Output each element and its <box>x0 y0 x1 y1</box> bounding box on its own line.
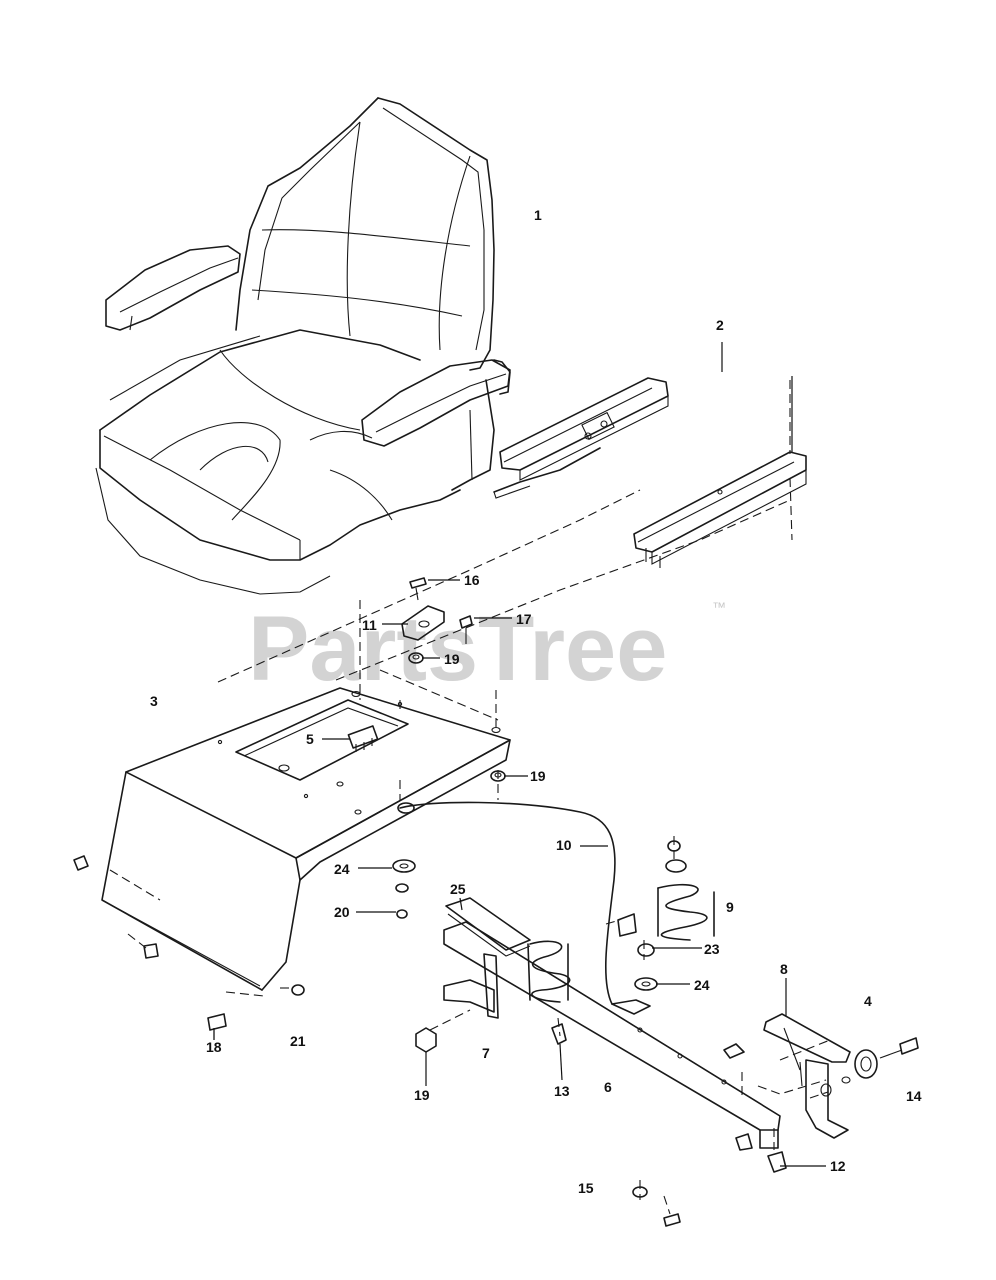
callout-8: 8 <box>780 961 788 977</box>
small-hardware-middle <box>392 770 506 919</box>
suspension-frame <box>415 897 919 1227</box>
callout-4: 4 <box>864 993 872 1009</box>
callout-20: 20 <box>334 904 350 920</box>
callout-10: 10 <box>556 837 572 853</box>
callout-15: 15 <box>578 1180 594 1196</box>
callout-25: 25 <box>450 881 466 897</box>
spring-hardware <box>617 840 715 991</box>
callout-21: 21 <box>290 1033 306 1049</box>
callout-9: 9 <box>726 899 734 915</box>
slide-rails-drawing <box>493 377 807 568</box>
callout-24-left: 24 <box>334 861 350 877</box>
callout-19-lower: 19 <box>414 1087 430 1103</box>
callout-12: 12 <box>830 1158 846 1174</box>
mount-hardware <box>401 577 473 664</box>
callout-1: 1 <box>534 207 542 223</box>
callout-3: 3 <box>150 693 158 709</box>
callout-19-middle: 19 <box>530 768 546 784</box>
callout-14: 14 <box>906 1088 922 1104</box>
callout-17: 17 <box>516 611 532 627</box>
callout-2: 2 <box>716 317 724 333</box>
leader-lines <box>213 342 826 1167</box>
callout-7: 7 <box>482 1045 490 1061</box>
watermark-text: PartsTree <box>248 598 667 700</box>
watermark-trademark: ™ <box>712 599 726 615</box>
callout-13: 13 <box>554 1083 570 1099</box>
cable-drawing <box>397 801 651 1015</box>
seat-drawing <box>95 97 511 595</box>
callout-16: 16 <box>464 572 480 588</box>
callout-24-right: 24 <box>694 977 710 993</box>
callout-6: 6 <box>604 1079 612 1095</box>
callout-19-upper: 19 <box>444 651 460 667</box>
callout-11: 11 <box>362 617 377 633</box>
callout-18: 18 <box>206 1039 222 1055</box>
alignment-lines <box>109 380 831 1215</box>
callout-23: 23 <box>704 941 720 957</box>
seat-pan-drawing <box>73 687 511 1040</box>
callout-numbers: 1 2 3 4 5 6 7 8 9 10 11 12 13 14 15 16 1… <box>150 207 922 1196</box>
watermark: PartsTree ™ <box>248 598 726 700</box>
callout-5: 5 <box>306 731 314 747</box>
